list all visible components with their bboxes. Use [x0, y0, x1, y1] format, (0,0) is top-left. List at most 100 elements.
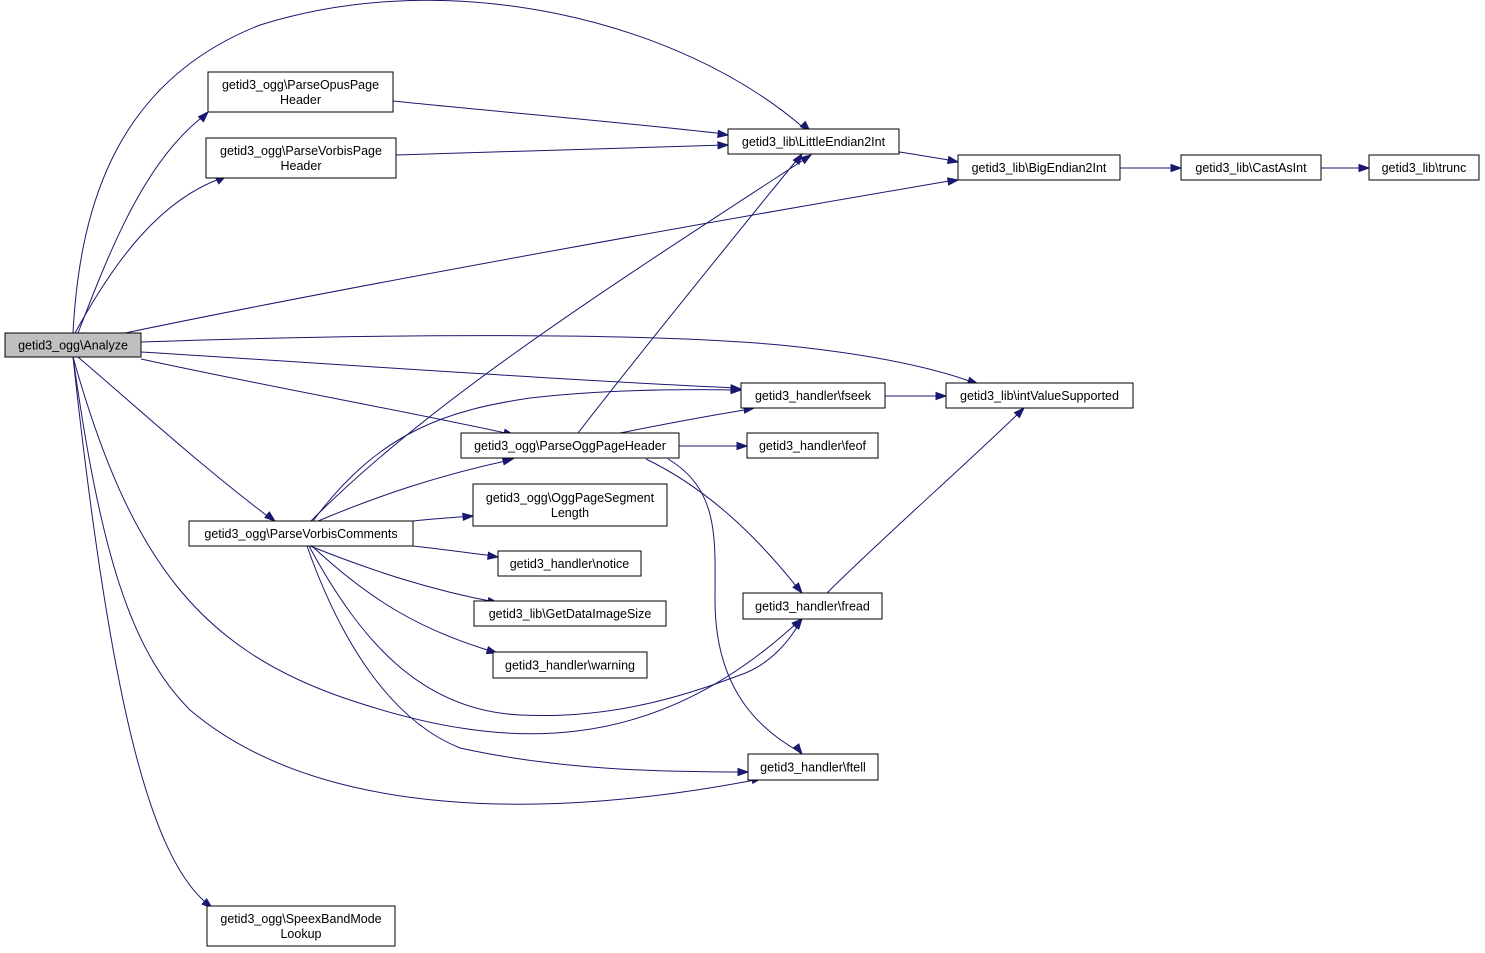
edge-analyze-to-parse-opus: [77, 110, 210, 334]
node-label: getid3_ogg\OggPageSegment: [486, 491, 655, 505]
edge-line: [317, 459, 511, 522]
node-cast-as-int[interactable]: getid3_lib\CastAsInt: [1180, 154, 1322, 181]
edge-parse-ogg-page-header-to-little-endian: [577, 152, 803, 434]
node-box[interactable]: [1180, 154, 1322, 181]
node-box[interactable]: [206, 905, 396, 947]
node-box[interactable]: [473, 600, 667, 627]
arrowhead-icon: [737, 767, 750, 777]
node-int-value-supported[interactable]: getid3_lib\intValueSupported: [945, 382, 1134, 409]
node-box[interactable]: [727, 128, 900, 155]
node-box[interactable]: [746, 432, 879, 459]
node-fseek[interactable]: getid3_handler\fseek: [740, 382, 886, 409]
node-box[interactable]: [747, 753, 879, 781]
arrowhead-icon: [717, 129, 730, 139]
edge-big-endian-to-cast-as-int: [1120, 163, 1183, 173]
node-box[interactable]: [460, 432, 680, 459]
edge-parse-ogg-page-header-to-ftell: [667, 458, 803, 756]
node-label: getid3_lib\CastAsInt: [1195, 161, 1307, 175]
edge-parse-vorbis-comments-to-warning: [311, 545, 499, 655]
node-parse-ogg-page-header[interactable]: getid3_ogg\ParseOggPageHeader: [460, 432, 680, 459]
node-warning[interactable]: getid3_handler\warning: [492, 651, 648, 679]
node-label: getid3_ogg\ParseOggPageHeader: [474, 439, 666, 453]
edge-line: [577, 155, 801, 434]
arrowhead-icon: [717, 141, 730, 150]
node-label: getid3_lib\intValueSupported: [960, 389, 1119, 403]
node-label: getid3_lib\BigEndian2Int: [972, 161, 1107, 175]
node-label: getid3_lib\trunc: [1382, 161, 1467, 175]
edge-analyze-to-little-endian: [72, 0, 812, 334]
arrowhead-icon: [487, 551, 500, 560]
edge-parse-ogg-page-header-to-fread: [645, 458, 803, 595]
node-box[interactable]: [945, 382, 1134, 409]
node-ftell[interactable]: getid3_handler\ftell: [747, 753, 879, 781]
edge-line: [311, 545, 495, 653]
node-label: getid3_handler\notice: [510, 557, 630, 571]
arrowhead-icon: [792, 152, 803, 165]
edge-parse-vorbis-comments-to-parse-ogg-page-header: [317, 457, 515, 522]
node-box[interactable]: [957, 154, 1121, 181]
node-get-data-image-size[interactable]: getid3_lib\GetDataImageSize: [473, 600, 667, 627]
edge-line: [72, 356, 761, 805]
node-box[interactable]: [205, 137, 397, 179]
edge-line: [140, 351, 739, 389]
node-notice[interactable]: getid3_handler\notice: [497, 550, 642, 577]
node-fread[interactable]: getid3_handler\fread: [742, 592, 883, 620]
edge-line: [140, 358, 511, 435]
arrowhead-icon: [1358, 163, 1371, 173]
edge-line: [77, 356, 271, 519]
node-box[interactable]: [472, 483, 668, 527]
edge-parse-vorbis-comments-to-fread: [308, 545, 803, 717]
edge-line: [72, 0, 806, 334]
edge-parse-ogg-page-header-to-fseek: [619, 405, 756, 434]
node-box[interactable]: [742, 592, 883, 620]
node-box[interactable]: [188, 520, 414, 547]
edge-line: [826, 409, 1023, 594]
node-label: getid3_handler\fread: [755, 600, 870, 614]
edge-line: [392, 100, 726, 135]
node-box[interactable]: [497, 550, 642, 577]
edge-parse-ogg-page-header-to-feof: [679, 441, 749, 451]
node-box[interactable]: [740, 382, 886, 409]
arrowhead-icon: [197, 110, 210, 123]
edge-analyze-to-parse-vorbis-page: [74, 175, 228, 334]
edge-line: [77, 114, 206, 334]
node-label: getid3_ogg\Analyze: [18, 339, 128, 353]
edge-parse-vorbis-comments-to-ogg-page-segment-length: [412, 512, 475, 522]
node-feof[interactable]: getid3_handler\feof: [746, 432, 879, 459]
node-label: getid3_handler\fseek: [755, 389, 872, 403]
edge-analyze-to-parse-vorbis-comments: [77, 356, 277, 522]
node-label: Lookup: [280, 927, 321, 941]
edge-line: [619, 408, 752, 434]
node-label: Header: [281, 159, 322, 173]
edge-line: [667, 458, 801, 753]
edge-analyze-to-ftell: [72, 356, 764, 805]
node-analyze[interactable]: getid3_ogg\Analyze: [4, 332, 142, 358]
edge-line: [124, 179, 956, 334]
node-label: getid3_handler\feof: [759, 439, 867, 453]
node-parse-vorbis-comments[interactable]: getid3_ogg\ParseVorbisComments: [188, 520, 414, 547]
node-box[interactable]: [4, 332, 142, 358]
node-box[interactable]: [492, 651, 648, 679]
node-big-endian[interactable]: getid3_lib\BigEndian2Int: [957, 154, 1121, 181]
edge-parse-opus-to-little-endian: [392, 100, 730, 139]
node-label: getid3_ogg\ParseOpusPage: [222, 78, 379, 92]
edge-line: [395, 144, 726, 156]
edge-line: [412, 515, 471, 522]
edge-line: [306, 545, 746, 773]
node-trunc[interactable]: getid3_lib\trunc: [1368, 154, 1480, 181]
arrowhead-icon: [462, 512, 475, 522]
arrowhead-icon: [264, 511, 277, 522]
edge-line: [645, 458, 801, 592]
arrowhead-icon: [935, 391, 948, 401]
edge-line: [898, 151, 956, 162]
node-box[interactable]: [207, 71, 394, 113]
edge-little-endian-to-big-endian: [898, 151, 960, 165]
node-box[interactable]: [1368, 154, 1480, 181]
node-little-endian[interactable]: getid3_lib\LittleEndian2Int: [727, 128, 900, 155]
node-label: getid3_handler\warning: [505, 659, 635, 673]
